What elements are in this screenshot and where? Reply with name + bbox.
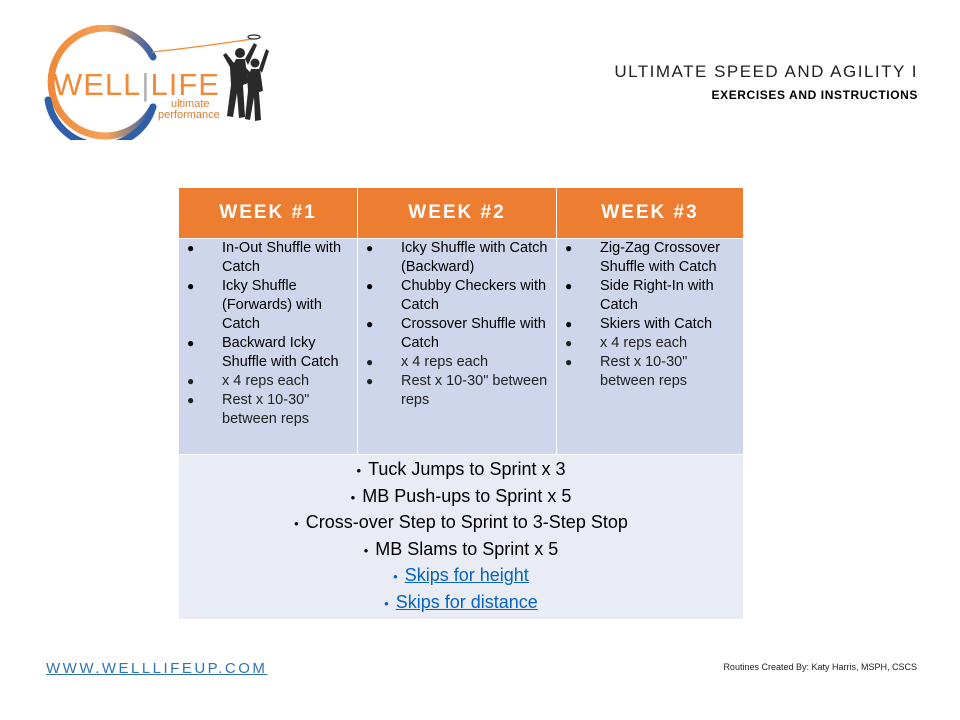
bullet-icon: •	[350, 489, 356, 505]
drill-item: •Tuck Jumps to Sprint x 3	[356, 459, 566, 479]
list-item: ●x 4 reps each	[187, 373, 310, 389]
page-title: ULTIMATE SPEED AND AGILITY I	[614, 62, 918, 81]
bullet-icon: •	[363, 542, 369, 558]
logo-tagline-1: ultimate	[171, 98, 210, 110]
players-silhouette-icon	[223, 34, 269, 121]
bullet-icon: ●	[565, 279, 573, 293]
bullet-icon: •	[384, 595, 389, 611]
list-item: ●Side Right-In with Catch	[565, 278, 714, 313]
drill-item: •Cross-over Step to Sprint to 3-Step Sto…	[294, 512, 628, 532]
logo-wordmark: WELL|LIFE	[53, 67, 220, 102]
website-link[interactable]: WWW.WELLLIFEUP.COM	[46, 660, 268, 677]
drill-item: •MB Slams to Sprint x 5	[363, 538, 559, 559]
list-item: ●x 4 reps each	[565, 335, 688, 351]
bullet-icon: ●	[565, 317, 573, 331]
list-item: ●Skiers with Catch	[565, 316, 713, 332]
bullet-icon: ●	[187, 279, 195, 293]
drill-link-item: • Skips for distance	[179, 590, 743, 617]
bullet-icon: •	[356, 463, 362, 478]
list-item: ●Zig-Zag Crossover Shuffle with Catch	[565, 240, 721, 275]
logo-graphic	[44, 25, 269, 140]
table-week-row: ●In-Out Shuffle with Catch ●Icky Shuffle…	[178, 238, 744, 455]
bullet-icon: •	[393, 569, 398, 584]
bullet-icon: ●	[366, 374, 374, 388]
bullet-icon: ●	[366, 355, 374, 369]
drill-item: •MB Push-ups to Sprint x 5	[350, 485, 572, 506]
table-drills-row: •Tuck Jumps to Sprint x 3 •MB Push-ups t…	[178, 454, 744, 620]
page-subtitle: EXERCISES AND INSTRUCTIONS	[711, 88, 918, 102]
list-item: ●Backward Icky Shuffle with Catch	[187, 335, 339, 370]
exercise-table: WEEK #1 WEEK #2 WEEK #3 ●In-Out Shuffle …	[178, 187, 744, 620]
list-item: ●Crossover Shuffle with Catch	[366, 316, 546, 351]
list-item: ●Chubby Checkers with Catch	[366, 278, 547, 313]
skips-for-distance-link[interactable]: Skips for distance	[395, 591, 538, 612]
header-week-2: WEEK #2	[357, 187, 557, 239]
welllife-logo: WELL|LIFE ultimate performance	[40, 25, 270, 140]
bullet-icon: ●	[187, 374, 195, 388]
list-item: ●Rest x 10-30" between reps	[187, 392, 310, 427]
bullet-icon: ●	[366, 317, 374, 331]
list-item: ●Rest x 10-30" between reps	[366, 373, 548, 408]
bullet-icon: ●	[565, 336, 573, 350]
bullet-icon: ●	[366, 279, 374, 293]
header-week-3: WEEK #3	[556, 187, 744, 239]
week-2-cell: ●Icky Shuffle with Catch (Backward) ●Chu…	[357, 238, 557, 455]
skips-for-height-link[interactable]: Skips for height	[404, 565, 529, 585]
bullet-icon: ●	[565, 241, 573, 255]
list-item: ●In-Out Shuffle with Catch	[187, 240, 342, 275]
list-item: ●Icky Shuffle (Forwards) with Catch	[187, 278, 322, 332]
list-item: ●Rest x 10-30" between reps	[565, 354, 688, 389]
bullet-icon: ●	[187, 393, 195, 407]
list-item: ●x 4 reps each	[366, 354, 489, 370]
drill-link-item: • Skips for height	[179, 563, 743, 590]
header-week-1: WEEK #1	[178, 187, 358, 239]
bullet-icon: ●	[187, 336, 195, 350]
list-item: ●Icky Shuffle with Catch (Backward)	[366, 240, 548, 275]
bullet-icon: ●	[187, 241, 195, 255]
table-header-row: WEEK #1 WEEK #2 WEEK #3	[178, 187, 744, 239]
drills-cell: •Tuck Jumps to Sprint x 3 •MB Push-ups t…	[178, 454, 744, 620]
bullet-icon: •	[294, 516, 299, 531]
bullet-icon: ●	[366, 241, 374, 255]
week-3-cell: ●Zig-Zag Crossover Shuffle with Catch ●S…	[556, 238, 744, 455]
logo-ring	[47, 25, 157, 140]
week-1-cell: ●In-Out Shuffle with Catch ●Icky Shuffle…	[178, 238, 358, 455]
logo-tagline-2: performance	[158, 109, 220, 121]
bullet-icon: ●	[565, 355, 573, 369]
author-credit: Routines Created By: Katy Harris, MSPH, …	[723, 662, 917, 672]
